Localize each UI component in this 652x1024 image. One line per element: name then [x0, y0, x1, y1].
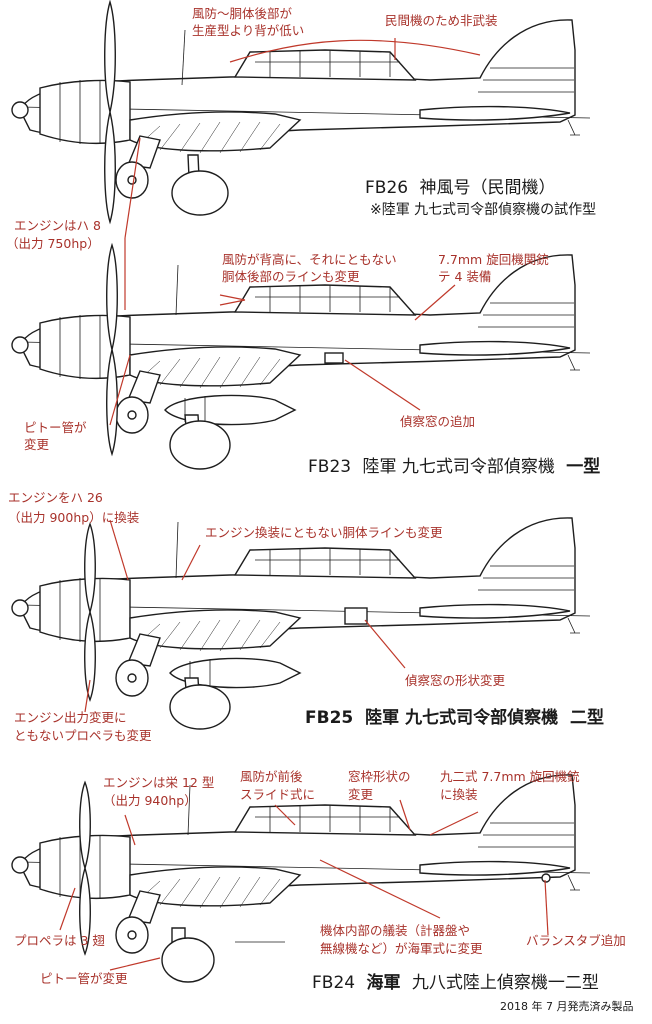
- fb24-caption-bold: 海軍: [366, 972, 400, 993]
- fb24-caption-tail: 九八式陸上偵察機一二型: [412, 973, 599, 993]
- fb23-annotation-canopy-line1: 風防が背高に、それにともない: [222, 252, 397, 267]
- fb26-annotation-canopy-line2: 生産型より背が低い: [192, 23, 304, 38]
- fb25-annotation-prop-line1: エンジン出力変更に: [14, 710, 127, 725]
- fb25-annotation-engine-line2: （出力 900hp）に換装: [8, 510, 139, 525]
- fb26-annotation-engine-line1: エンジンはハ 8: [14, 218, 101, 233]
- fb23-annotation-window: 偵察窓の追加: [400, 414, 475, 429]
- fb26-leaders: [124, 38, 481, 310]
- fb24-annotation-gun-line1: 九二式 7.7mm 旋回機銃: [440, 769, 580, 784]
- footer-note: 2018 年 7 月発売済み製品: [500, 999, 633, 1013]
- aircraft-fb23-drawing: [11, 244, 591, 470]
- fb24-annotation-engine-line1: エンジンは栄 12 型: [103, 775, 214, 790]
- fb23-caption-name: 陸軍 九七式司令部偵察機: [362, 457, 554, 477]
- fb23-caption: FB23 陸軍 九七式司令部偵察機 一型: [308, 456, 600, 477]
- fb26-annotation-unarmed: 民間機のため非武装: [385, 13, 498, 28]
- aircraft-fb23: 風防が背高に、それにともない 胴体後部のラインも変更 7.7mm 旋回機関銃 テ…: [11, 244, 600, 477]
- fb25-annotation-prop-line2: ともないプロペラも変更: [14, 728, 152, 743]
- fb25-caption-code: FB25: [305, 708, 353, 728]
- fb24-annotation-interior-line2: 無線機など）が海軍式に変更: [320, 941, 483, 956]
- aircraft-fb25: エンジンをハ 26 （出力 900hp）に換装 エンジン換装にともない胴体ライン…: [8, 490, 604, 743]
- fb26-caption-code: FB26: [365, 178, 408, 198]
- fb23-caption-bold: 一型: [566, 456, 600, 477]
- fb23-caption-code: FB23: [308, 457, 351, 477]
- aircraft-fb24-drawing: [11, 774, 591, 983]
- fb24-annotation-canopy-line1: 風防が前後: [240, 769, 303, 784]
- fb24-annotation-frame-line2: 変更: [348, 787, 374, 802]
- fb23-annotation-gun-line1: 7.7mm 旋回機関銃: [438, 252, 549, 267]
- aircraft-fb26-drawing: [11, 1, 591, 223]
- fb23-leaders: [109, 284, 456, 426]
- fb24-annotation-gun-line2: に換装: [440, 787, 478, 802]
- fb24-caption-code: FB24: [312, 973, 355, 993]
- fb24-annotation-pitot: ピトー管が変更: [40, 971, 128, 986]
- fb25-leaders: [84, 519, 406, 713]
- fb24-annotation-tab: バランスタブ追加: [526, 933, 626, 948]
- fb26-annotation-canopy-line1: 風防～胴体後部が: [192, 6, 293, 21]
- fb25-caption-bold: 二型: [570, 707, 604, 728]
- fb25-caption-name: 陸軍 九七式司令部偵察機: [365, 707, 558, 728]
- fb23-annotation-pitot-line2: 変更: [24, 437, 50, 452]
- fb26-caption-name: 神風号（民間機）: [419, 178, 555, 198]
- aircraft-fb25-drawing: [11, 517, 591, 730]
- fb24-annotation-interior-line1: 機体内部の艤装（計器盤や: [320, 923, 470, 938]
- fb23-annotation-gun-line2: テ 4 装備: [438, 269, 491, 284]
- aircraft-fb26: 風防～胴体後部が 生産型より背が低い 民間機のため非武装 エンジンはハ 8 （出…: [6, 1, 596, 310]
- fb24-caption: FB24 海軍 九八式陸上偵察機一二型: [312, 972, 599, 993]
- fb26-annotation-engine-line2: （出力 750hp）: [6, 236, 100, 251]
- fb26-caption: FB26 神風号（民間機）: [365, 178, 555, 198]
- fb25-annotation-window: 偵察窓の形状変更: [405, 673, 506, 688]
- fb24-leaders: [59, 799, 549, 971]
- aircraft-fb24: エンジンは栄 12 型 （出力 940hp） 風防が前後 スライド式に 窓枠形状…: [11, 769, 626, 993]
- fb24-annotation-prop: プロペラは 3 翅: [14, 933, 105, 948]
- fb24-annotation-engine-line2: （出力 940hp）: [103, 793, 197, 808]
- fb23-annotation-pitot-line1: ピトー管が: [24, 420, 87, 435]
- fb24-annotation-frame-line1: 窓枠形状の: [348, 769, 411, 784]
- fb25-annotation-fuselage: エンジン換装にともない胴体ラインも変更: [205, 525, 443, 540]
- fb24-annotation-canopy-line2: スライド式に: [240, 787, 315, 802]
- fb25-caption: FB25 陸軍 九七式司令部偵察機 二型: [305, 707, 604, 728]
- fb23-annotation-canopy-line2: 胴体後部のラインも変更: [222, 269, 360, 284]
- fb25-annotation-engine-line1: エンジンをハ 26: [8, 490, 103, 505]
- fb26-note: ※陸軍 九七式司令部偵察機の試作型: [370, 201, 596, 218]
